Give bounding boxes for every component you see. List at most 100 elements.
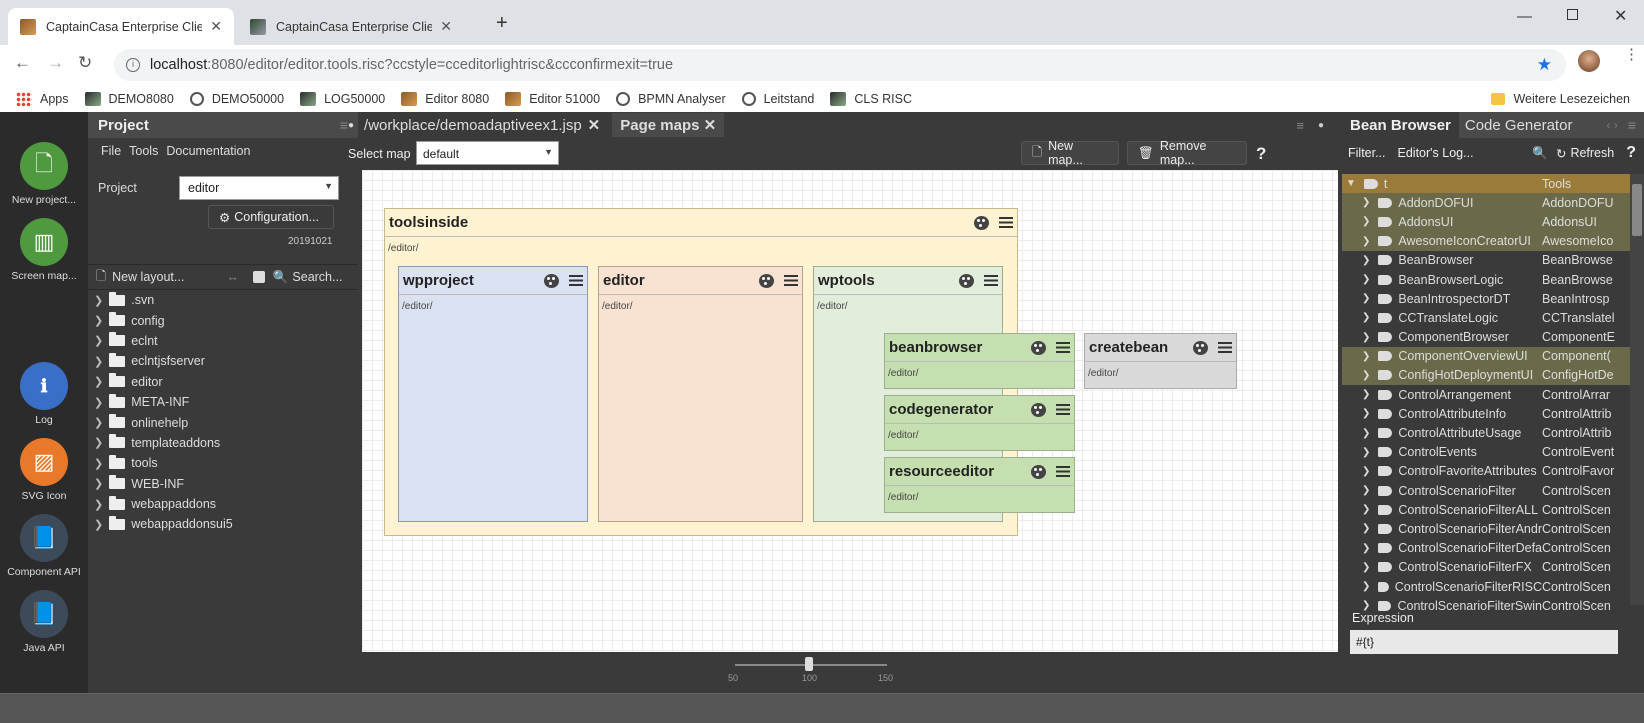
chevron-right-icon[interactable]: ❯ xyxy=(1362,235,1371,247)
tree-item-folder[interactable]: ❯eclnt xyxy=(94,332,158,348)
configuration-button[interactable]: ⚙ Configuration... xyxy=(208,205,334,229)
chevron-right-icon[interactable]: ❯ xyxy=(1362,427,1371,439)
hamburger-icon[interactable] xyxy=(1218,342,1232,353)
close-icon[interactable]: ✕ xyxy=(587,117,601,134)
forward-icon[interactable]: → xyxy=(47,53,64,72)
pin-icon[interactable]: ● xyxy=(1317,119,1324,131)
url-field[interactable]: i localhost:8080/editor/editor.tools.ris… xyxy=(114,49,1566,81)
hamburger-icon[interactable]: ≡ xyxy=(1296,117,1304,133)
map-box-createbean[interactable]: createbean /editor/ xyxy=(1084,333,1237,389)
bookmark-demo8080[interactable]: DEMO8080 xyxy=(84,91,174,106)
map-box-editor[interactable]: editor /editor/ xyxy=(598,266,803,522)
palette-icon[interactable] xyxy=(544,273,559,288)
bookmark-apps[interactable]: Apps xyxy=(16,91,69,106)
tree-item-folder[interactable]: ❯editor xyxy=(94,373,163,389)
help-icon[interactable]: ? xyxy=(1256,144,1267,163)
palette-icon[interactable] xyxy=(1031,464,1046,479)
chevron-right-icon[interactable]: ❯ xyxy=(1362,408,1371,420)
chevron-right-icon[interactable]: ❯ xyxy=(1362,600,1371,612)
pin-icon[interactable]: ● xyxy=(348,119,355,131)
map-select[interactable]: default ▼ xyxy=(416,141,559,165)
chevron-right-icon[interactable]: ❯ xyxy=(1362,254,1371,266)
tree-item-folder[interactable]: ❯WEB-INF xyxy=(94,475,184,491)
filter-button[interactable]: Filter... xyxy=(1348,146,1386,160)
browser-tab-1[interactable]: CaptainCasa Enterprise Client - R ✕ xyxy=(8,8,234,45)
back-icon[interactable]: ← xyxy=(14,53,31,72)
palette-icon[interactable] xyxy=(1031,402,1046,417)
tree-item-folder[interactable]: ❯templateaddons xyxy=(94,434,221,450)
chevron-right-icon[interactable]: ❯ xyxy=(94,478,104,491)
chevron-right-icon[interactable]: ❯ xyxy=(94,417,104,430)
bookmark-demo50000[interactable]: DEMO50000 xyxy=(189,91,284,106)
chevron-right-icon[interactable]: ❯ xyxy=(1362,331,1371,343)
bookmark-leitstand[interactable]: Leitstand xyxy=(741,91,814,106)
bookmark-star-icon[interactable]: ★ xyxy=(1536,55,1552,74)
scrollbar-thumb[interactable] xyxy=(1632,184,1642,236)
tree-item-folder[interactable]: ❯config xyxy=(94,312,165,328)
menu-documentation[interactable]: Documentation xyxy=(166,144,251,158)
hamburger-icon[interactable] xyxy=(1056,466,1070,477)
new-map-button[interactable]: 🗋New map... xyxy=(1021,139,1119,167)
chevron-right-icon[interactable]: ❯ xyxy=(1362,369,1371,381)
expression-input[interactable]: #{t} xyxy=(1350,630,1618,654)
chevron-right-icon[interactable]: ❯ xyxy=(94,437,104,450)
remove-map-button[interactable]: 🗑Remove map... xyxy=(1127,139,1247,167)
help-icon[interactable]: ? xyxy=(1626,144,1636,161)
close-icon[interactable]: ✕ xyxy=(440,18,452,34)
maximize-icon[interactable] xyxy=(1567,9,1578,20)
bookmark-bpmn-analyser[interactable]: BPMN Analyser xyxy=(616,91,726,106)
new-layout-button[interactable]: New layout... xyxy=(112,270,185,284)
bookmark-editor-8080[interactable]: Editor 8080 xyxy=(401,91,489,106)
chevron-right-icon[interactable]: ❯ xyxy=(1362,197,1371,209)
other-bookmarks[interactable]: Weitere Lesezeichen xyxy=(1491,92,1630,106)
chevron-right-icon[interactable]: ❯ xyxy=(1362,293,1371,305)
collapse-icon[interactable] xyxy=(252,271,265,283)
tab-scroll-icon[interactable]: ‹ › xyxy=(1606,118,1618,132)
map-box-wpproject[interactable]: wpproject /editor/ xyxy=(398,266,588,522)
chevron-right-icon[interactable]: ❯ xyxy=(94,335,104,348)
minimize-icon[interactable]: — xyxy=(1517,8,1532,25)
browser-tab-2[interactable]: CaptainCasa Enterprise Client - R ✕ xyxy=(238,8,464,45)
svg-icon-button[interactable]: ▨ SVG Icon xyxy=(0,438,88,502)
info-icon[interactable]: i xyxy=(126,58,140,72)
palette-icon[interactable] xyxy=(1193,340,1208,355)
resize-icon[interactable]: ↔ xyxy=(226,270,239,284)
map-box-codegenerator[interactable]: codegenerator /editor/ xyxy=(884,395,1075,451)
browser-menu-icon[interactable]: ⋮ xyxy=(1624,46,1639,63)
map-box-beanbrowser[interactable]: beanbrowser /editor/ xyxy=(884,333,1075,389)
hamburger-icon[interactable] xyxy=(1056,404,1070,415)
tree-item-folder[interactable]: ❯webappaddons xyxy=(94,495,217,512)
java-api-button[interactable]: 📘 Java API xyxy=(0,590,88,654)
chevron-right-icon[interactable]: ❯ xyxy=(1362,389,1371,401)
bookmark-log50000[interactable]: LOG50000 xyxy=(300,91,385,106)
menu-file[interactable]: File xyxy=(101,144,122,158)
new-tab-plus-icon[interactable]: + xyxy=(496,12,508,34)
hamburger-icon[interactable]: ≡ xyxy=(1627,117,1636,133)
close-icon[interactable]: ✕ xyxy=(703,117,717,134)
component-api-button[interactable]: 📘 Component API xyxy=(0,514,88,578)
tree-item-folder[interactable]: ❯META-INF xyxy=(94,393,190,410)
search-icon[interactable]: 🔍 xyxy=(1532,145,1548,160)
chevron-right-icon[interactable]: ❯ xyxy=(1362,216,1371,228)
screen-map-button[interactable]: ▥ Screen map... xyxy=(0,218,88,282)
chevron-right-icon[interactable]: ❯ xyxy=(94,376,104,389)
tree-item-folder[interactable]: ❯.svn xyxy=(94,291,155,308)
reload-icon[interactable]: ↻ xyxy=(78,53,93,72)
chevron-right-icon[interactable]: ❯ xyxy=(94,518,104,531)
